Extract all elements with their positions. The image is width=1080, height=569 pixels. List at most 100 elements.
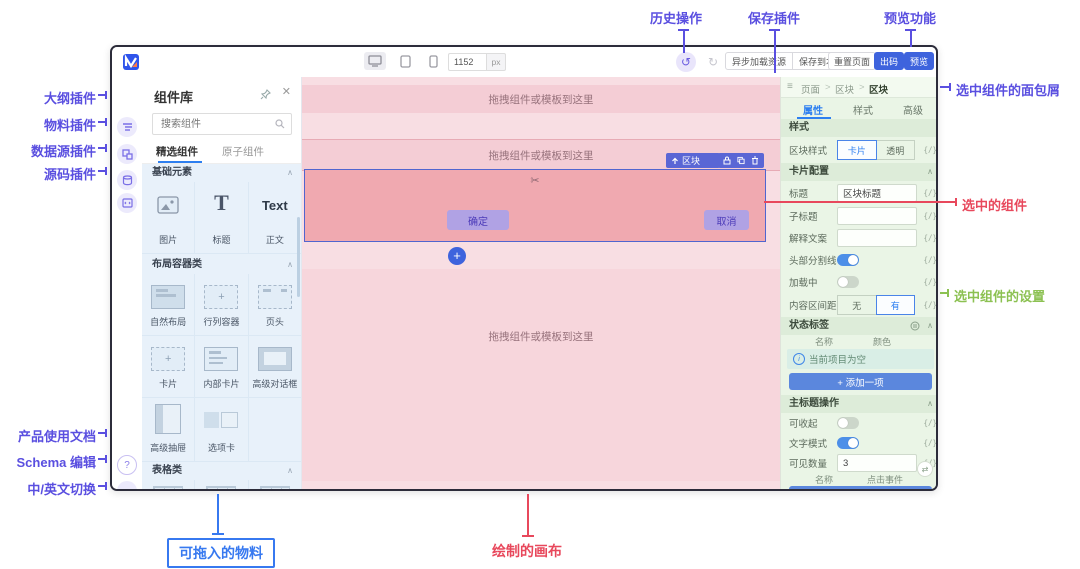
field-collapsible: 可收起 {/} — [789, 417, 937, 430]
component-item-title[interactable]: T 标题 — [195, 182, 249, 254]
add-item-button-partial[interactable] — [789, 486, 932, 489]
code-bind-icon[interactable]: {/} — [923, 300, 937, 310]
preview-button[interactable]: 预览 — [904, 52, 935, 70]
add-item-button[interactable]: + 添加一项 — [789, 373, 932, 390]
title-input[interactable] — [837, 184, 917, 202]
option-yes[interactable]: 有 — [875, 295, 915, 315]
subtitle-input[interactable] — [837, 207, 917, 225]
component-item-page-header[interactable]: 页头 — [248, 274, 301, 336]
search-input[interactable] — [152, 113, 292, 135]
viewport-width-input[interactable] — [448, 53, 486, 71]
option-card[interactable]: 卡片 — [837, 140, 877, 160]
component-item-tabs[interactable]: 选项卡 — [195, 398, 249, 462]
pin-icon[interactable] — [260, 89, 271, 100]
design-canvas[interactable]: 拖拽组件或模板到这里 拖拽组件或模板到这里 区块 ✂ 确定 取消 + 拖拽组件或… — [302, 77, 780, 489]
drop-zone[interactable]: 拖拽组件或模板到这里 — [302, 85, 780, 113]
select-parent-icon — [672, 157, 678, 164]
panel-swap-button[interactable]: ⇄ — [917, 461, 933, 477]
tab-featured-components[interactable]: 精选组件 — [156, 146, 198, 158]
copy-icon[interactable] — [737, 156, 745, 165]
section-main-title-actions[interactable]: 主标题操作∧ — [781, 395, 936, 413]
component-item-image[interactable]: 图片 — [142, 182, 196, 254]
outline-tree-button[interactable] — [117, 117, 137, 137]
redo-button[interactable]: ↻ — [703, 52, 723, 72]
field-content-padding: 内容区间距 无 有 {/} — [781, 293, 937, 317]
material-panel-button[interactable] — [117, 144, 137, 164]
code-bind-icon[interactable]: {/} — [923, 277, 937, 287]
settings-scrollbar[interactable] — [936, 107, 938, 177]
datasource-button[interactable] — [117, 170, 137, 190]
more-actions-button[interactable]: ••• — [117, 481, 137, 489]
option-none[interactable]: 无 — [837, 295, 877, 315]
source-code-button[interactable] — [117, 193, 137, 213]
component-item-free-layout[interactable]: 自然布局 — [142, 274, 196, 336]
code-bind-icon[interactable]: {/} — [923, 188, 937, 198]
outcode-button[interactable]: 出码 — [874, 52, 905, 70]
section-card-config[interactable]: 卡片配置∧ — [781, 163, 936, 181]
code-bind-icon[interactable]: {/} — [923, 211, 937, 221]
component-item-text[interactable]: Text 正文 — [248, 182, 301, 254]
component-label: 标题 — [212, 235, 231, 245]
save-local-button[interactable]: 保存到本地 — [799, 56, 845, 67]
undo-button[interactable]: ↺ — [676, 52, 696, 72]
breadcrumb-block[interactable]: 区块 — [835, 85, 855, 96]
close-icon[interactable]: ✕ — [281, 86, 291, 98]
drop-zone-large[interactable]: 拖拽组件或模板到这里 — [302, 269, 780, 481]
option-transparent[interactable]: 透明 — [875, 140, 915, 160]
code-bind-icon[interactable]: {/} — [923, 438, 937, 448]
component-label: 高级对话框 — [252, 379, 298, 389]
device-tablet-button[interactable] — [394, 52, 416, 70]
async-load-button[interactable]: 异步加载资源 — [732, 56, 787, 67]
selected-block-toolbar[interactable]: 区块 — [666, 153, 720, 168]
collapsible-toggle[interactable] — [837, 417, 859, 429]
bind-circle-icon[interactable] — [910, 321, 920, 331]
selected-block-actions[interactable] — [718, 153, 764, 168]
block-style-segmented[interactable]: 卡片 透明 — [837, 140, 915, 160]
help-docs-button[interactable]: ? — [117, 455, 137, 475]
code-bind-icon[interactable]: {/} — [923, 145, 937, 155]
text-mode-toggle[interactable] — [837, 437, 859, 449]
tab-properties[interactable]: 属性 — [803, 106, 823, 117]
component-item-dialog[interactable]: 高级对话框 — [248, 336, 301, 398]
confirm-button[interactable]: 确定 — [447, 210, 509, 230]
component-item-drawer[interactable]: 高级抽屉 — [142, 398, 196, 462]
section-layout-containers[interactable]: 布局容器类∧ — [142, 256, 301, 274]
cancel-button[interactable]: 取消 — [704, 210, 749, 230]
visible-count-input[interactable] — [837, 454, 917, 472]
code-bind-icon[interactable]: {/} — [923, 418, 937, 428]
section-style[interactable]: 样式 — [781, 119, 936, 137]
component-item-table-3[interactable] — [249, 480, 301, 489]
annotation-canvas-note: 绘制的画布 — [492, 543, 562, 559]
component-item-table-2[interactable] — [195, 480, 249, 489]
device-phone-button[interactable] — [422, 52, 444, 70]
lock-icon[interactable] — [723, 156, 731, 165]
tab-atomic-components[interactable]: 原子组件 — [222, 146, 264, 158]
tab-style[interactable]: 样式 — [853, 106, 873, 117]
selected-block[interactable]: ✂ 确定 取消 — [304, 169, 766, 242]
trash-icon[interactable] — [751, 156, 759, 165]
annotation-save-plugin-line — [774, 30, 776, 73]
loading-toggle[interactable] — [837, 276, 859, 288]
code-bind-icon[interactable]: {/} — [923, 233, 937, 243]
breadcrumb-block-current[interactable]: 区块 — [869, 85, 889, 96]
breadcrumb-page[interactable]: 页面 — [801, 85, 821, 96]
section-tables[interactable]: 表格类∧ — [142, 462, 301, 480]
annotation-datasource-line — [98, 147, 107, 149]
section-basic-elements[interactable]: 基础元素∧ — [142, 164, 301, 182]
component-item-inner-card[interactable]: 内部卡片 — [195, 336, 249, 398]
component-item-row-col[interactable]: + 行列容器 — [195, 274, 249, 336]
code-bind-icon[interactable]: {/} — [923, 255, 937, 265]
header-divider-toggle[interactable] — [837, 254, 859, 266]
description-input[interactable] — [837, 229, 917, 247]
content-padding-segmented[interactable]: 无 有 — [837, 295, 915, 315]
annotation-breadcrumb-cap — [949, 83, 951, 91]
reset-page-button[interactable]: 重置页面 — [828, 52, 877, 70]
tab-advanced[interactable]: 高级 — [903, 106, 923, 117]
component-item-card[interactable]: + 卡片 — [142, 336, 196, 398]
question-icon: ? — [124, 459, 130, 471]
add-block-button[interactable]: + — [448, 247, 466, 265]
section-status-tags[interactable]: 状态标签 ∧ — [781, 317, 936, 335]
device-desktop-button[interactable] — [364, 52, 386, 70]
panel-scrollbar[interactable] — [297, 217, 300, 297]
component-item-table-1[interactable] — [142, 480, 196, 489]
